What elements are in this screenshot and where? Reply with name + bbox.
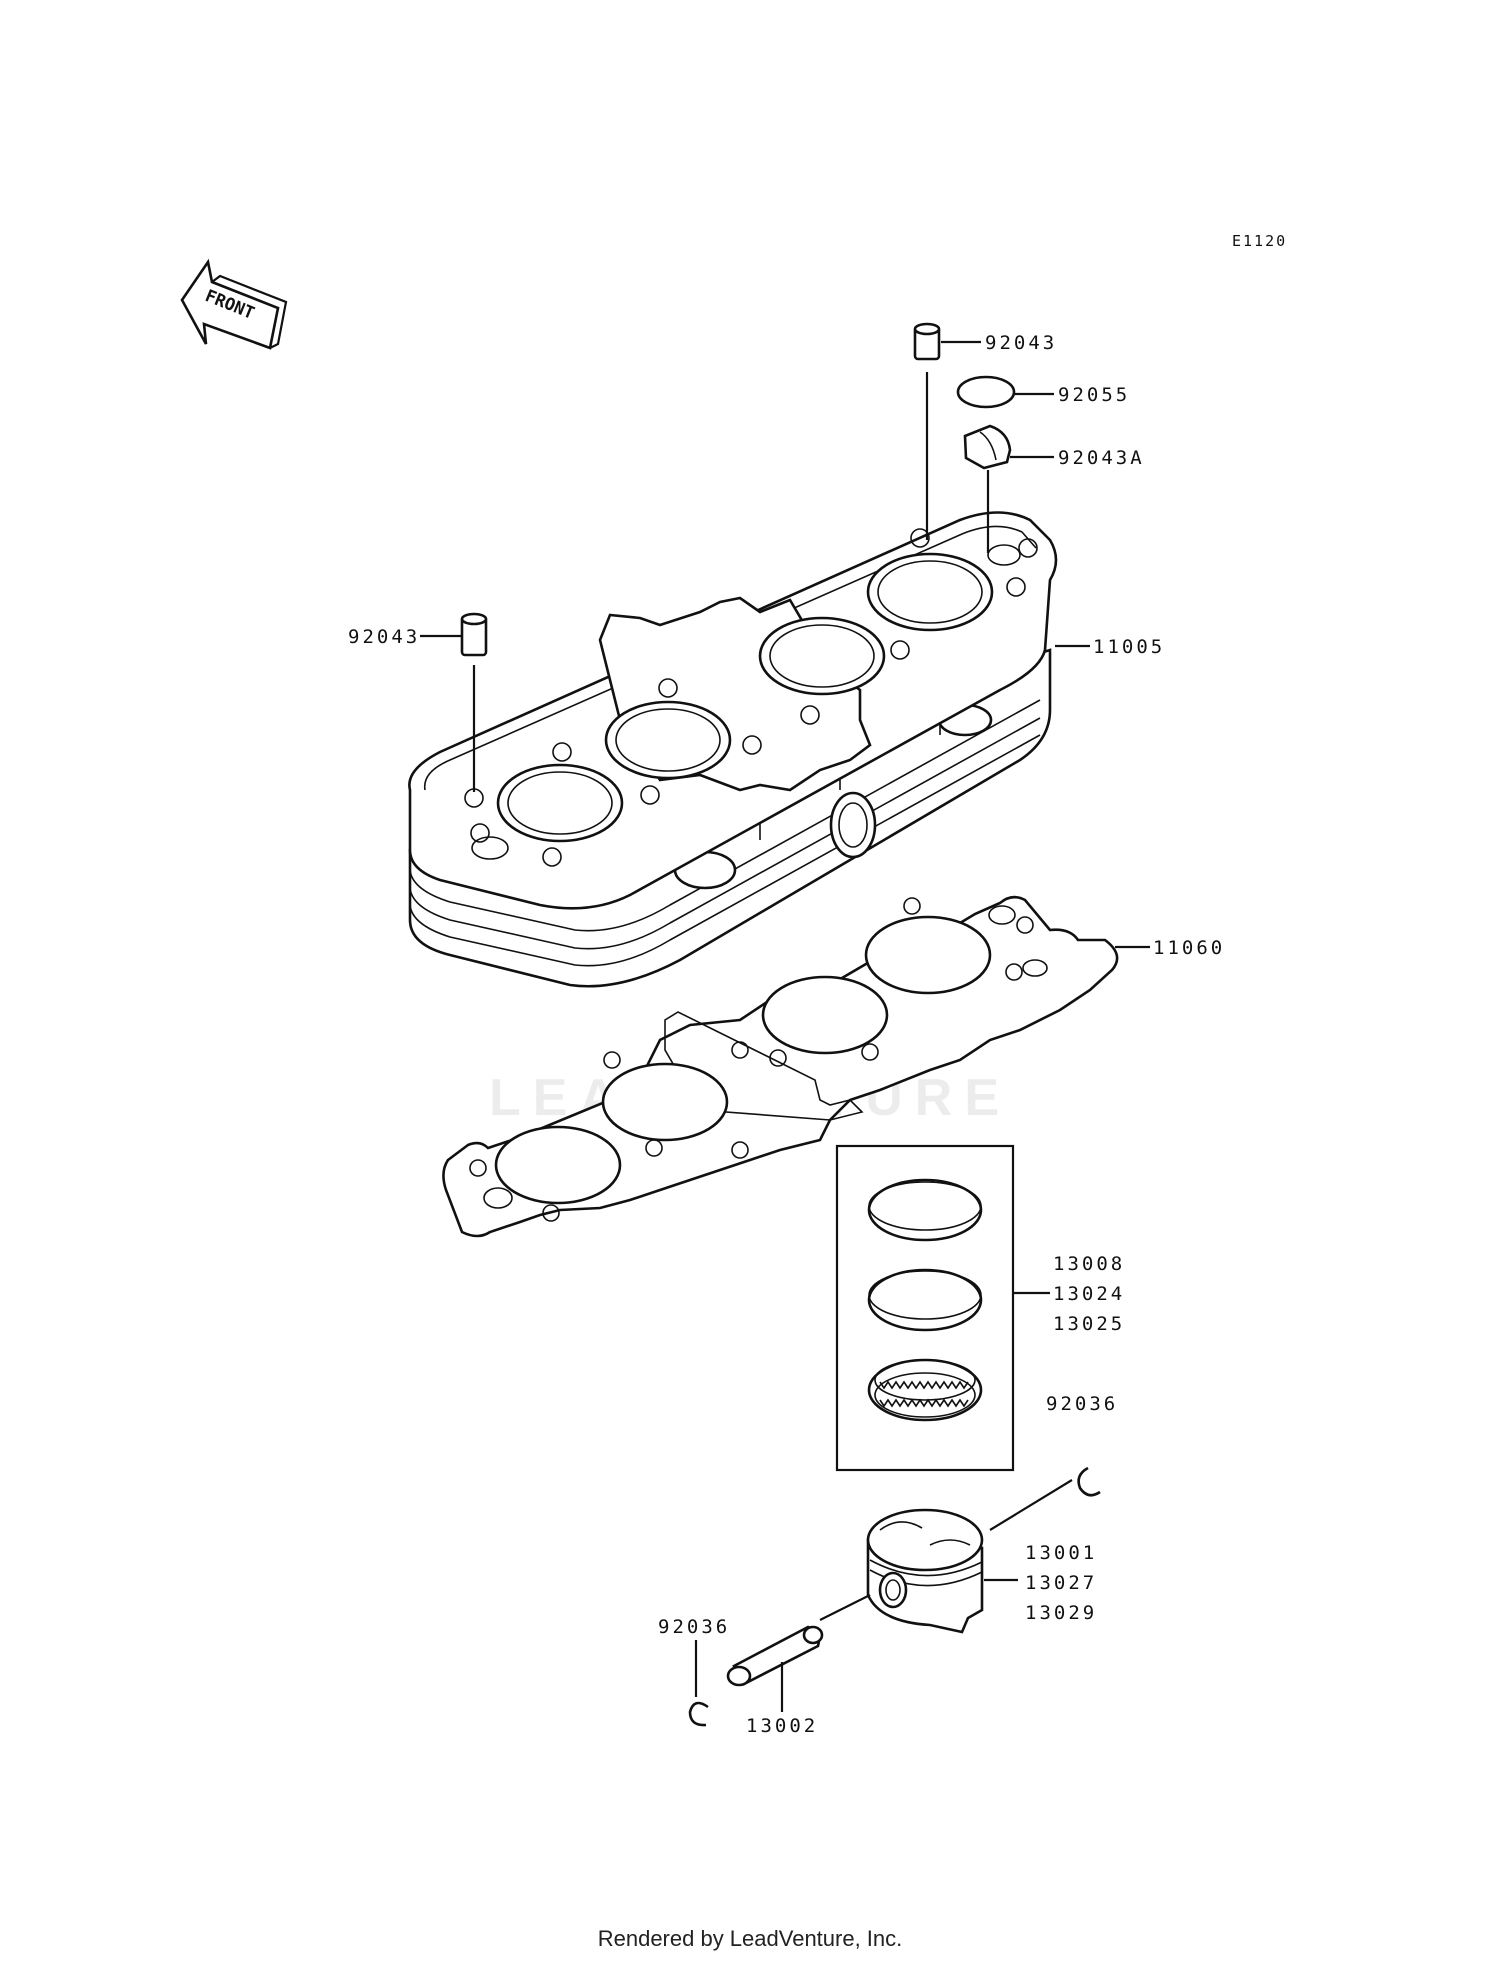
cylinder-block[interactable] [408, 511, 1058, 988]
callout-13024[interactable]: 13024 [1053, 1283, 1125, 1305]
dowel-sleeve[interactable] [963, 424, 1012, 470]
o-ring[interactable] [956, 375, 1016, 409]
bore [601, 1062, 729, 1142]
piston[interactable] [866, 1508, 984, 1634]
ring-set-box [835, 1144, 1015, 1472]
callout-13025[interactable]: 13025 [1053, 1313, 1125, 1335]
callout-92043a[interactable]: 92043A [1058, 447, 1145, 469]
callout-11060[interactable]: 11060 [1153, 937, 1225, 959]
callout-13001[interactable]: 13001 [1025, 1542, 1097, 1564]
callout-13008[interactable]: 13008 [1053, 1253, 1125, 1275]
front-arrow-icon: FRONT [180, 258, 288, 350]
callout-13029[interactable]: 13029 [1025, 1602, 1097, 1624]
callout-13002[interactable]: 13002 [746, 1715, 818, 1737]
callout-92036-right[interactable]: 92036 [1046, 1393, 1118, 1415]
diagram-code: E1120 [1232, 232, 1287, 250]
piston-ring-set[interactable] [835, 1144, 1015, 1472]
cylinder-gasket[interactable] [442, 895, 1119, 1238]
bore [866, 552, 994, 632]
bore [604, 700, 732, 780]
bore [761, 975, 889, 1055]
bore [496, 763, 624, 843]
callout-11005[interactable]: 11005 [1093, 636, 1165, 658]
circlip-left[interactable] [688, 1701, 709, 1727]
bore [864, 915, 992, 995]
bore [758, 616, 886, 696]
dowel-pin-left[interactable] [460, 612, 488, 657]
footer-credit: Rendered by LeadVenture, Inc. [597, 1926, 903, 1951]
callout-13027[interactable]: 13027 [1025, 1572, 1097, 1594]
leader-lines [420, 340, 1150, 1712]
callout-92036-left[interactable]: 92036 [658, 1616, 730, 1638]
callout-92043-top[interactable]: 92043 [985, 332, 1057, 354]
bore [494, 1125, 622, 1205]
callout-92043-left[interactable]: 92043 [348, 626, 420, 648]
callout-92055[interactable]: 92055 [1058, 384, 1130, 406]
piston-pin[interactable] [726, 1625, 824, 1687]
circlip-right[interactable] [1077, 1466, 1101, 1497]
dowel-pin-top[interactable] [913, 322, 941, 361]
